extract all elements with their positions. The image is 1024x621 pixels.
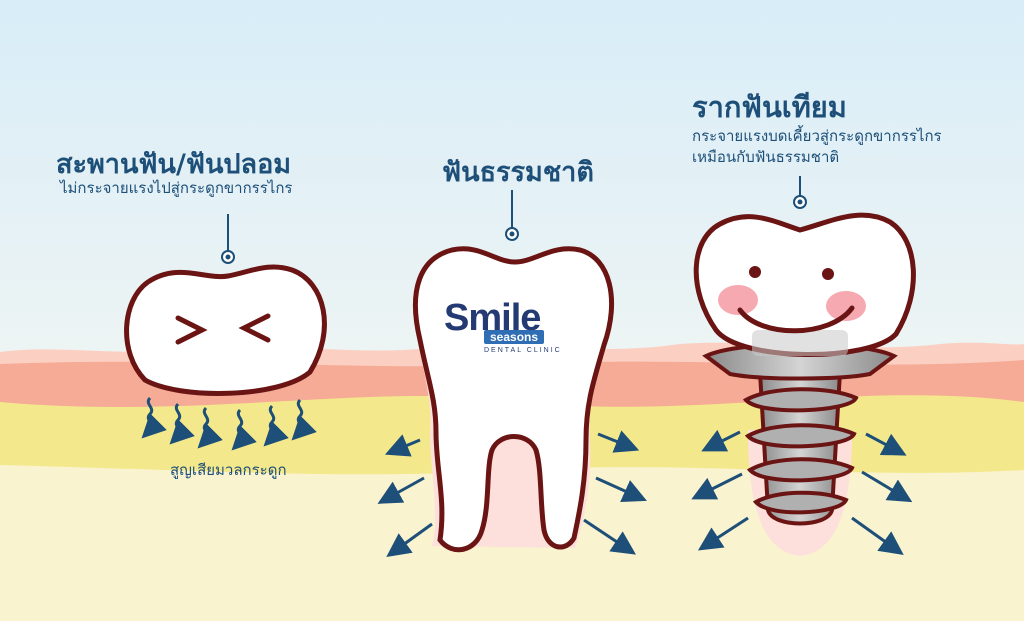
bone-loss-arrows	[141, 396, 317, 451]
wavy-arrow	[197, 406, 223, 449]
cheek-left	[718, 285, 758, 315]
eye-right	[822, 268, 834, 280]
implant-title: รากฟันเทียม	[692, 90, 847, 124]
squint-eye-left	[175, 315, 208, 345]
force-arrow	[597, 430, 640, 453]
force-arrow	[595, 476, 647, 503]
force-arrow	[377, 476, 425, 504]
implant-subtitle-line1: กระจายแรงบดเคี้ยวสู่กระดูกขากรรไกร	[692, 127, 942, 145]
force-arrow	[386, 522, 433, 558]
implant-subtitle-line2: เหมือนกับฟันธรรมชาติ	[692, 148, 840, 166]
bridge-tooth	[124, 264, 327, 396]
cheek-right	[826, 291, 866, 321]
force-arrow	[697, 516, 749, 551]
bone-loss-caption: สูญเสียมวลกระดูก	[170, 461, 287, 479]
natural-force-arrows	[377, 430, 647, 558]
wavy-arrow	[169, 402, 195, 445]
implant	[693, 212, 916, 556]
wavy-arrow	[263, 404, 289, 447]
logo-sub-text: seasons	[484, 330, 545, 344]
wavy-arrow	[231, 408, 257, 451]
implant-force-arrows	[691, 429, 913, 555]
natural-tooth	[412, 246, 615, 553]
logo-small-text: DENTAL CLINIC	[484, 347, 562, 354]
force-arrow	[384, 434, 421, 457]
eye-left	[749, 266, 761, 278]
force-arrow	[691, 472, 743, 500]
wavy-arrow	[291, 398, 317, 441]
bridge-title: สะพานฟัน/ฟันปลอม	[56, 149, 292, 180]
force-arrow	[583, 518, 636, 555]
force-arrow	[701, 429, 741, 452]
smile-mouth	[737, 305, 855, 334]
wavy-arrow	[141, 396, 167, 439]
bridge-crown	[124, 264, 327, 396]
abutment	[752, 330, 848, 356]
squint-eye-right	[238, 313, 271, 343]
smile-seasons-logo: Smile seasons DENTAL CLINIC	[444, 298, 584, 358]
bridge-subtitle: ไม่กระจายแรงไปสู่กระดูกขากรรไกร	[60, 179, 293, 197]
force-arrow	[851, 516, 904, 555]
force-arrow	[861, 470, 913, 503]
natural-tooth-body	[412, 246, 615, 553]
natural-title: ฟันธรรมชาติ	[442, 157, 594, 188]
force-arrow	[865, 432, 907, 456]
